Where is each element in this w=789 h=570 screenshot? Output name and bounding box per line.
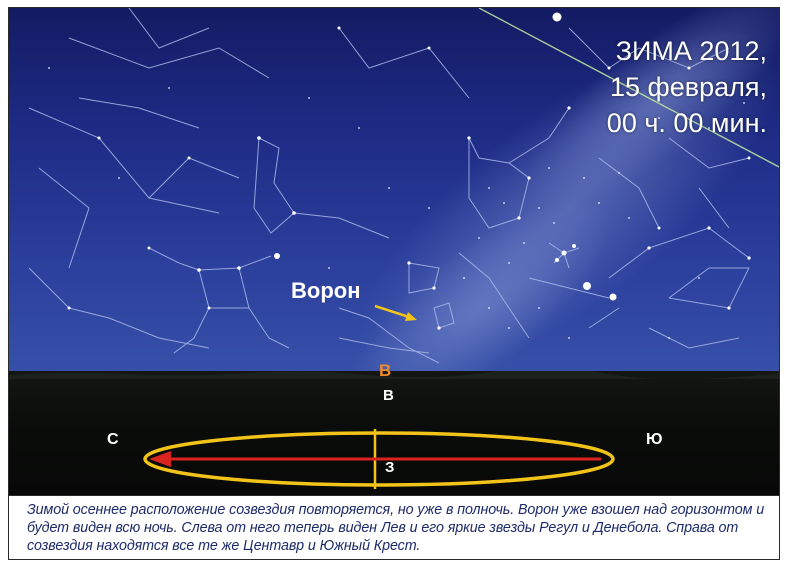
stars (67, 12, 751, 330)
direction-label-south: Ю (646, 431, 663, 448)
figure-caption: Зимой осеннее расположение созвездия пов… (9, 495, 779, 559)
direction-label-east: В (383, 387, 394, 404)
title-time: 00 ч. 00 мин. (606, 108, 767, 138)
night-sky: ЗИМА 2012, 15 февраля, 00 ч. 00 мин. Вор… (9, 8, 779, 371)
horizon-diagram (9, 371, 779, 489)
horizon-ground (9, 371, 779, 495)
faint-stars (48, 67, 745, 339)
constellation-map (28, 8, 779, 364)
title-date: 15 февраля, (609, 72, 767, 102)
ecliptic-line (478, 8, 779, 168)
direction-label-east-marker: В (379, 361, 392, 380)
constellation-lines (28, 8, 750, 364)
horizon-ellipse (143, 431, 615, 487)
milky-way (347, 8, 779, 371)
sky-chart-figure: ЗИМА 2012, 15 февраля, 00 ч. 00 мин. Вор… (8, 7, 780, 560)
constellation-label-raven: Ворон (291, 278, 361, 303)
direction-label-north: С (107, 431, 119, 448)
title-season: ЗИМА 2012, (615, 36, 767, 66)
direction-label-west: З (385, 459, 395, 476)
label-arrow-icon (374, 304, 417, 321)
direction-arrow-icon (149, 451, 601, 467)
